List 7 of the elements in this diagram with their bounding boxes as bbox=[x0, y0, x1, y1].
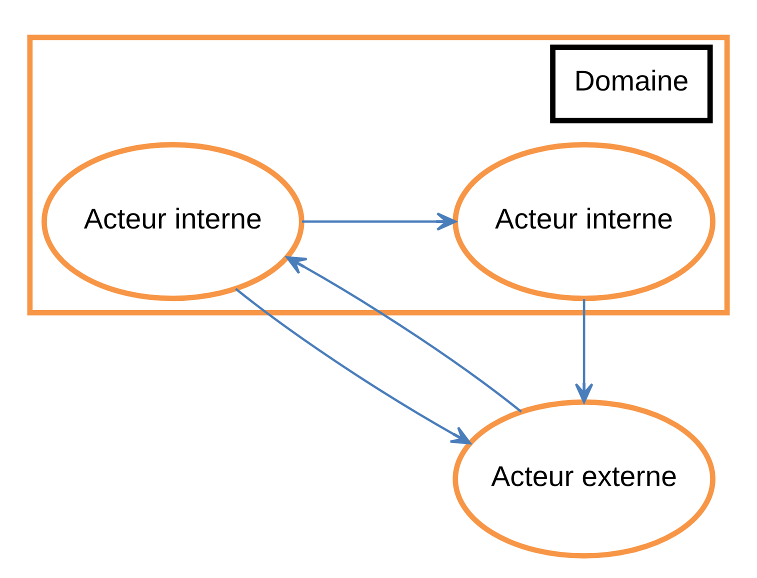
node-ellipse: Acteur interne bbox=[42, 142, 304, 301]
node-ellipse: Acteur interne bbox=[452, 142, 716, 301]
arrow bbox=[302, 212, 456, 230]
arrow bbox=[574, 298, 594, 403]
node-ellipse: Acteur externe bbox=[452, 398, 716, 558]
arrow bbox=[286, 256, 522, 412]
arrow bbox=[235, 287, 472, 444]
